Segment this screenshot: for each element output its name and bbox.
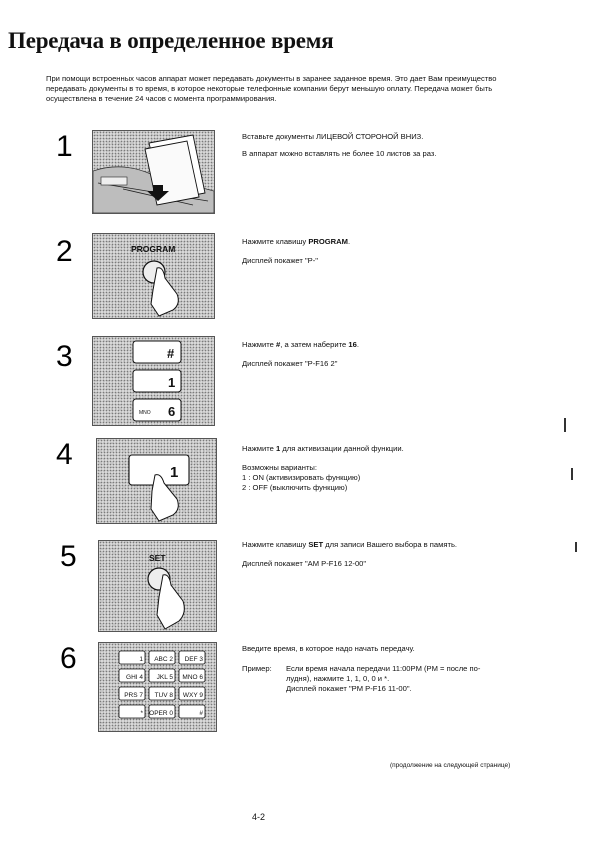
keypad-key-label: OPER 0 [149,710,173,717]
example-label: Пример: [242,664,272,673]
keypad-key-label: 1 [139,656,143,663]
keypad-key-label: MNO 6 [182,674,203,681]
keypad-key-label: TUV 8 [155,692,174,699]
keypad-key-label: * [140,710,143,717]
scan-mark [564,418,566,432]
set-key-label: SET [149,553,166,563]
keypad-key [148,668,176,683]
keypad-key [118,650,146,665]
scan-mark [575,542,577,552]
svg-text:#: # [167,346,175,361]
intro-paragraph: При помощи встроенных часов аппарат може… [46,74,497,103]
svg-text:6: 6 [168,404,175,419]
step-number: 2 [56,235,73,268]
keypad-key-label: # [199,710,203,717]
step-5-instruction: Нажмите клавишу SET для записи Вашего вы… [242,540,458,549]
keypad-key [178,668,206,683]
svg-text:1: 1 [168,375,175,390]
keypad-key [118,704,146,719]
page-title: Передача в определенное время [8,28,334,53]
hand-icon [150,267,179,317]
key-1-illustration: 1 [96,438,217,524]
step-3-display: Дисплей покажет "P-F16 2" [242,359,338,368]
step-4-instruction: Нажмите 1 для активизации данной функции… [242,444,404,453]
hash-key [132,340,182,364]
keypad-key [118,668,146,683]
program-key-label: PROGRAM [131,244,175,254]
example-line: лудня), нажмите 1, 1, 0, 0 и *. [286,674,390,683]
step-6-example: Пример: Если время начала передачи 11:00… [242,664,542,694]
step-number: 1 [56,130,73,163]
example-line: Если время начала передачи 11:00PM (PM =… [286,664,481,673]
page-number: 4-2 [252,812,266,822]
fax-document-icon [93,134,214,213]
keypad-illustration: 1 ABC 2 DEF 3 GHI 4 JKL 5 MNO 6 PRS 7 TUV 8 WXY … [98,642,217,732]
svg-text:MNO: MNO [139,410,151,416]
keypad-key [148,650,176,665]
numeric-keypad: 1 ABC 2 DEF 3 GHI 4 JKL 5 MNO 6 PRS 7 TUV 8 WXY … [118,650,206,719]
set-key-illustration: SET [98,540,217,632]
hand-icon [150,474,179,522]
keypad-key-label: DEF 3 [185,656,204,663]
step-5-display: Дисплей покажет "AM P-F16 12-00" [242,559,367,568]
scan-mark [571,468,573,480]
keypad-key-label: GHI 4 [126,674,143,681]
step-2-display: Дисплей покажет "P-" [242,256,318,265]
digit-1-key [132,369,182,393]
step-4-options-title: Возможны варианты: [242,463,317,472]
keypad-key [118,686,146,701]
hand-icon [156,574,185,630]
keypad-key-label: JKL 5 [157,674,174,681]
keypad-key [148,704,176,719]
step-number: 3 [56,340,73,373]
digit-6-key [132,398,182,422]
keypad-key-label: PRS 7 [124,692,143,699]
step-4-option-off: 2 : OFF (выключить функцию) [242,483,348,492]
continued-note: (продолжение на следующей странице) [390,762,511,769]
step-1-note: В аппарат можно вставлять не более 10 ли… [242,149,437,158]
example-line: Дисплей покажет "PM P-F16 11-00". [286,684,412,693]
keypad-key-label: ABC 2 [154,656,173,663]
step-number: 4 [56,438,73,471]
keys-illustration: # 1 MNO 6 [92,336,215,426]
step-2-instruction: Нажмите клавишу PROGRAM. [242,237,351,246]
keypad-key [178,650,206,665]
step-number: 6 [60,642,77,675]
step-1-instruction: Вставьте документы ЛИЦЕВОЙ СТОРОНОЙ ВНИЗ… [242,132,424,141]
step-3-instruction: Нажмите #, а затем наберите 16. [242,340,359,349]
keypad-key [148,686,176,701]
document-insert-illustration [92,130,215,214]
step-number: 5 [60,540,77,573]
step-4-option-on: 1 : ON (активизировать функцию) [242,473,361,482]
keypad-key [178,686,206,701]
keypad-key [178,704,206,719]
keypad-key-label: WXY 9 [183,692,203,699]
svg-text:1: 1 [170,464,178,481]
program-key-illustration: PROGRAM [92,233,215,319]
step-6-instruction: Введите время, в которое надо начать пер… [242,644,415,653]
